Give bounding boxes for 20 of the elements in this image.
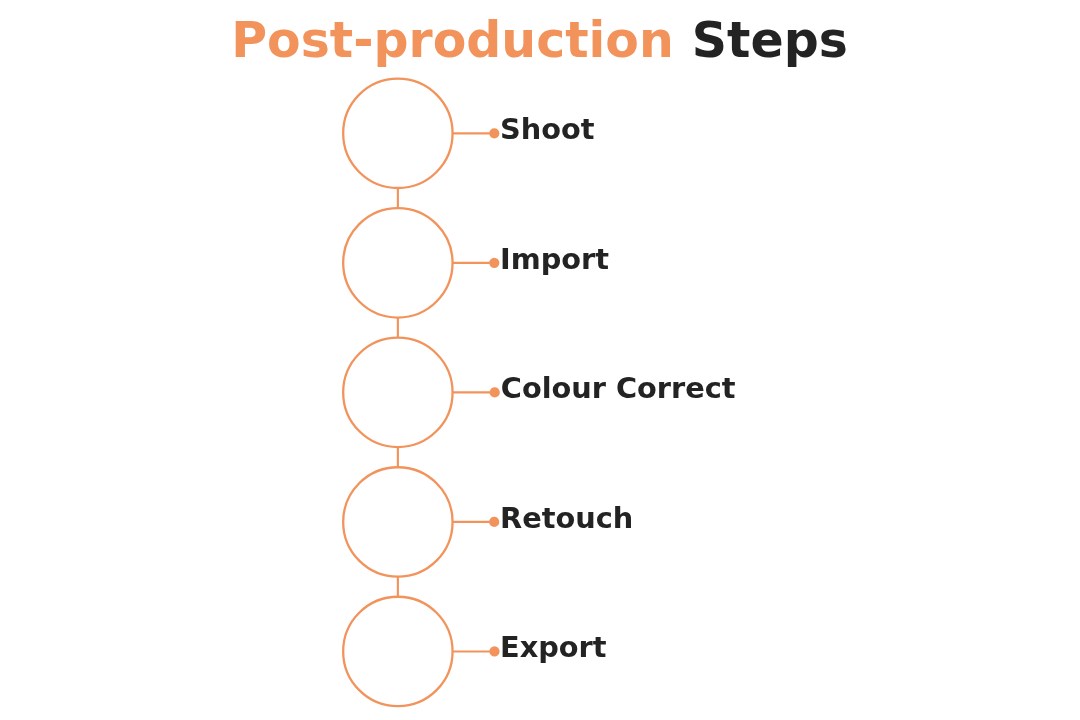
node-circle xyxy=(342,207,454,319)
connector xyxy=(396,576,399,597)
node-text: Export xyxy=(500,630,607,665)
node-circle xyxy=(342,595,454,708)
connector xyxy=(396,317,399,338)
connector xyxy=(452,387,500,398)
node-circle xyxy=(342,466,454,578)
node-circle xyxy=(342,336,454,449)
node-text: Retouch xyxy=(500,500,634,535)
connector xyxy=(396,188,399,209)
connector xyxy=(452,516,500,528)
diagram-title: Post-production Steps xyxy=(231,12,848,70)
node-text: Colour Correct xyxy=(500,371,736,406)
connector xyxy=(453,646,500,657)
node-text: Shoot xyxy=(500,112,595,147)
connector xyxy=(452,128,500,139)
connector xyxy=(396,447,399,468)
node-circle xyxy=(342,77,454,190)
node-text: Import xyxy=(500,241,610,276)
connector xyxy=(453,257,500,268)
